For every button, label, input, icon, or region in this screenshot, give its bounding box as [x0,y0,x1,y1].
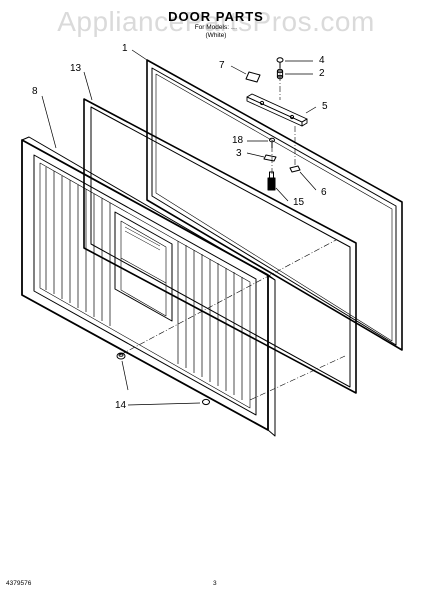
part-15-hinge-pin [267,171,276,191]
callout-1: 1 [122,43,128,54]
callout-6: 6 [321,187,327,198]
part-8-door-assembly [21,136,276,437]
part-7-cover-plate [245,71,261,83]
part-13-inner-frame [83,98,357,394]
part-1-gasket-outer [146,59,403,351]
page-title: DOOR PARTS [168,9,264,24]
door-liner-ribs-left [45,167,111,326]
part-3-washer [263,154,277,162]
part-14-plug [116,352,210,406]
callout-2: 2 [319,68,325,79]
diagram-header: DOOR PARTS For Models: … (White) [0,10,432,40]
callout-15: 15 [293,197,305,208]
part-6-clip [289,165,301,173]
part-5-hinge-bracket [246,93,308,127]
callout-4: 4 [319,55,325,66]
callout-3: 3 [236,148,242,159]
model-line: For Models: … [194,24,238,31]
door-liner-ribs-right [177,241,243,400]
assembly-lines [119,64,346,401]
callout-14: 14 [115,400,127,411]
color-variant: (White) [205,32,227,39]
callout-18: 18 [232,135,244,146]
callout-8: 8 [32,86,38,97]
callout-5: 5 [322,101,328,112]
footer-page-number: 3 [213,580,217,587]
callout-7: 7 [219,60,225,71]
callout-13: 13 [70,63,82,74]
leader-lines [41,49,317,406]
callout-labels: 1 4 7 2 13 8 5 18 3 6 15 14 [32,43,328,411]
footer-part-number: 4379576 [6,580,32,587]
